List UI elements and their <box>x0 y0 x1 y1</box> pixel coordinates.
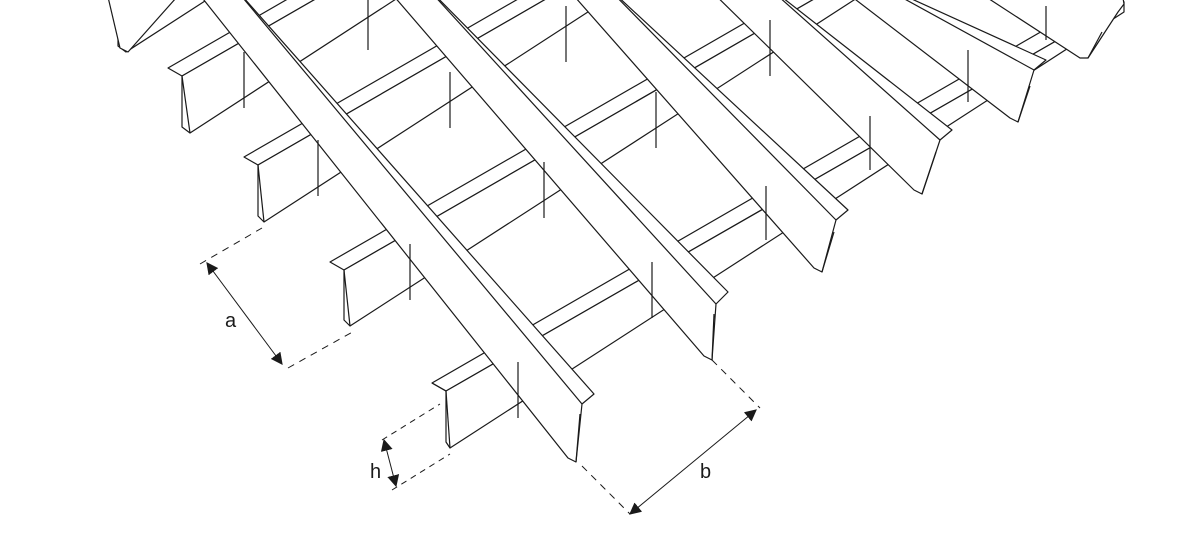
bearing-bar <box>989 0 1125 59</box>
cell-edges <box>243 0 1047 418</box>
dimension-a-line <box>206 262 283 365</box>
dimension-h <box>380 403 451 491</box>
dimension-b-label: b <box>700 461 711 483</box>
bearing-bar <box>719 0 953 195</box>
bearing-bar <box>203 0 595 463</box>
dimension-a <box>199 227 357 369</box>
bearing-bar <box>108 0 176 53</box>
bearing-bar <box>396 0 729 361</box>
dimension-a-label: a <box>225 310 237 332</box>
dimension-b-line <box>629 409 757 515</box>
bearing-bar <box>855 0 1047 123</box>
bearing-bars <box>108 0 1125 463</box>
dimension-h-line <box>380 438 400 488</box>
bearing-bar <box>576 0 849 273</box>
dimension-b <box>581 359 761 515</box>
dimension-h-label: h <box>370 461 381 483</box>
